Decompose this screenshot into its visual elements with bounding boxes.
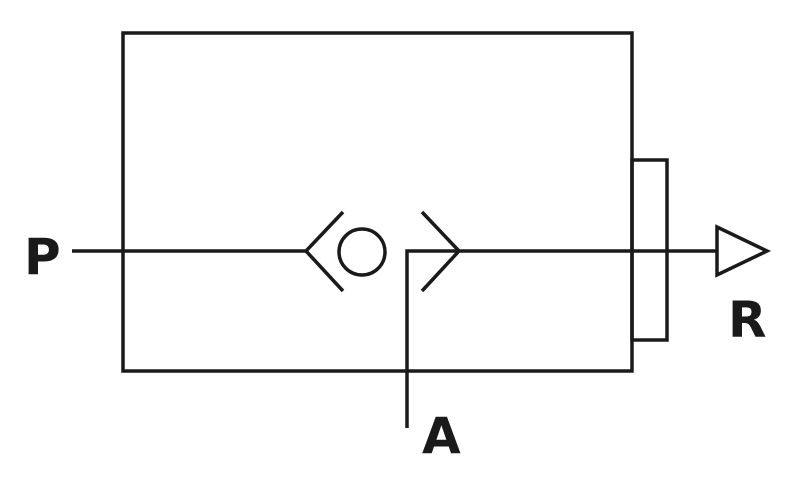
exhaust-triangle-icon [715, 224, 772, 278]
left-seat-chevron [303, 210, 345, 293]
port-label-p: P [24, 228, 61, 286]
port-label-r: R [728, 291, 767, 349]
port-label-a: A [422, 407, 461, 465]
valve-body [121, 31, 634, 373]
work-port-line [405, 249, 459, 428]
check-ball [337, 227, 387, 277]
